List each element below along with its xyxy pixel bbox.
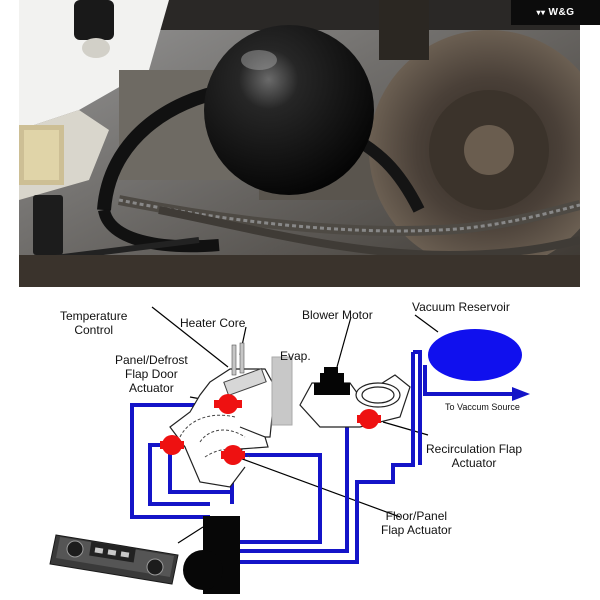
- vacuum-source-arrow: [423, 365, 530, 401]
- mode-actuator: [160, 435, 184, 455]
- blower-motor-label: Blower Motor: [302, 308, 373, 322]
- brand-logo-icon: ▾▾: [536, 8, 546, 17]
- recirculation-actuator-label: Recirculation Flap Actuator: [426, 442, 522, 470]
- brand-logo: ▾▾W&G: [511, 0, 600, 25]
- hvac-box-sketch: [169, 368, 411, 488]
- recirculation-actuator: [357, 409, 381, 429]
- panel-defrost-actuator-label: Panel/Defrost Flap Door Actuator: [115, 353, 188, 395]
- panel-defrost-line2: Flap Door: [125, 367, 178, 381]
- vacuum-system-diagram: Temperature Control Heater Core Blower M…: [0, 287, 600, 600]
- blower-motor-shape: [314, 367, 350, 395]
- heater-core-label: Heater Core: [180, 316, 246, 330]
- heater-core-shape: [223, 342, 267, 397]
- floor-panel-actuator-label: Floor/Panel Flap Actuator: [381, 509, 452, 537]
- recirculation-line2: Actuator: [451, 456, 497, 470]
- temperature-control-line2: Control: [74, 323, 114, 337]
- vacuum-reservoir-label: Vacuum Reservoir: [412, 300, 510, 314]
- flap-arcs: [179, 414, 251, 458]
- vacuum-reservoir-shape: [428, 329, 522, 381]
- panel-defrost-line3: Actuator: [129, 381, 174, 395]
- evap-label: Evap.: [280, 349, 311, 363]
- floor-panel-line2: Flap Actuator: [381, 523, 452, 537]
- recirculation-line1: Recirculation Flap: [426, 442, 523, 456]
- evaporator-shape: [271, 356, 293, 426]
- temperature-control-line1: Temperature: [60, 309, 128, 323]
- floor-panel-actuator: [221, 445, 245, 465]
- floor-panel-line1: Floor/Panel: [385, 509, 448, 523]
- vacuum-switch-connector: [183, 516, 240, 594]
- panel-defrost-actuator: [214, 394, 242, 414]
- engine-bay-photo: [19, 0, 580, 287]
- to-vacuum-source-label: To Vaccum Source: [445, 402, 520, 412]
- panel-defrost-line1: Panel/Defrost: [115, 353, 188, 367]
- brand-logo-text: W&G: [548, 7, 575, 18]
- hvac-control-panel: [49, 526, 204, 585]
- actuators: [160, 394, 381, 465]
- temperature-control-label: Temperature Control: [60, 309, 127, 337]
